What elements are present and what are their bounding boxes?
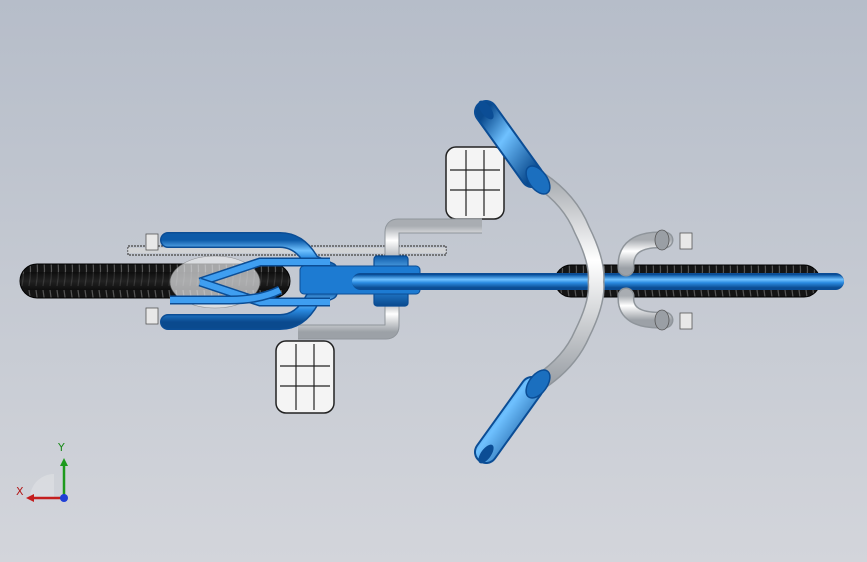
axis-triad: X Y xyxy=(10,438,80,508)
grip-top[interactable] xyxy=(474,98,554,198)
x-axis-label: X xyxy=(16,485,24,498)
grip-bottom[interactable] xyxy=(474,366,554,466)
x-axis-arrowhead xyxy=(26,494,34,502)
crank-arms[interactable] xyxy=(298,218,482,340)
rear-axle xyxy=(145,233,159,325)
handlebar[interactable] xyxy=(531,171,605,391)
pedal-top[interactable] xyxy=(445,146,505,220)
rear-frame-stays[interactable] xyxy=(160,232,338,330)
triad-plane xyxy=(30,474,54,498)
front-fork[interactable] xyxy=(617,229,693,331)
y-axis-arrowhead xyxy=(60,458,68,466)
axis-triad-icon xyxy=(26,458,68,502)
pedal-bottom[interactable] xyxy=(275,340,335,414)
y-axis-label: Y xyxy=(58,441,65,454)
z-axis-dot xyxy=(60,494,68,502)
